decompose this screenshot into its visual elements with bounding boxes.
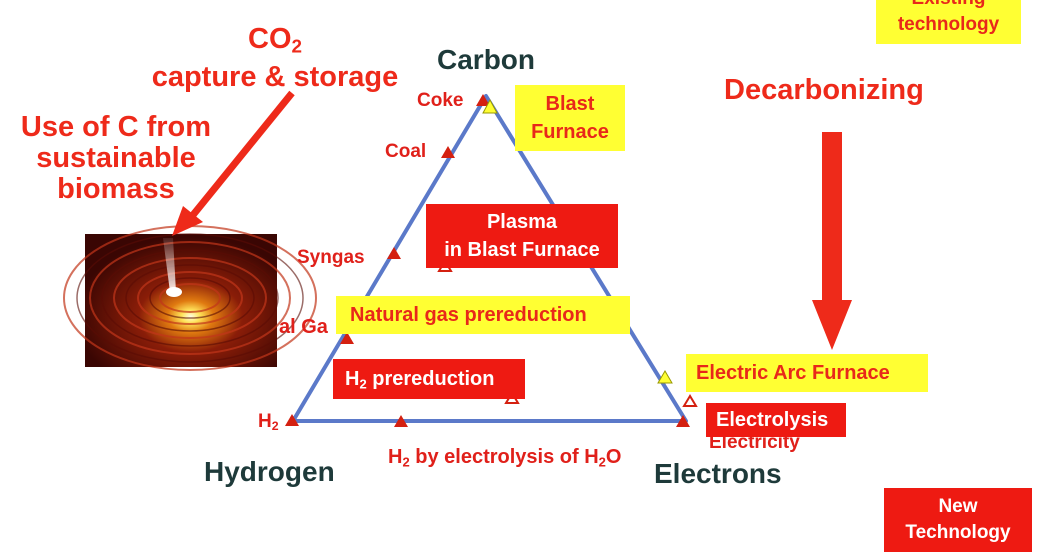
legend-existing-line2: technology [897,14,1000,35]
box-electric-arc-furnace: Electric Arc Furnace [686,354,928,392]
legend-existing-technology: Existing technology [876,0,1021,44]
box-h2-prereduction: H2 prereduction [333,359,525,399]
co2-subscript: 2 [291,35,302,57]
biomass-line3: biomass [57,173,175,205]
co2-capture-storage-text: capture & storage [151,60,399,93]
marker-electric-arc [657,370,673,384]
marker-electrolysis [676,415,690,427]
box-blast-furnace-line1: Blast [545,93,595,115]
marker-electricity [682,394,698,407]
decarbonizing-label: Decarbonizing [724,74,924,106]
label-h2-by-electrolysis: H2 by electrolysis of H2O [388,446,622,470]
box-plasma-line2: in Blast Furnace [444,239,600,261]
biomass-line1: Use of C from [20,111,212,143]
label-h2-sub: 2 [271,419,279,434]
biomass-line2: sustainable [36,142,196,174]
decarbonizing-arrow [812,132,852,350]
box-electrolysis: Electrolysis [706,403,846,437]
marker-h2 [285,414,299,426]
legend-new-line2: Technology [905,522,1011,543]
marker-syngas [387,247,401,259]
marker-coke [476,94,490,106]
biomass-image [63,225,317,371]
box-blast-furnace: Blast Furnace [515,85,625,151]
label-h2: H2 [258,411,279,433]
label-natural-gas-partial: al Ga [279,316,328,338]
label-coke: Coke [417,90,464,111]
box-natural-gas-prereduction: Natural gas prereduction [336,296,630,334]
label-electricity: Electricity [709,432,800,453]
co2-text: CO [248,23,292,55]
vertex-hydrogen-label: Hydrogen [204,456,335,487]
co2-arrow [172,90,295,236]
co2-capture-label: CO2 capture & storage [130,24,420,92]
legend-new-technology: New Technology [884,488,1032,552]
legend-new-line1: New [938,496,978,517]
label-h2-h: H [258,411,272,432]
vertex-carbon-label: Carbon [437,44,535,75]
marker-h2-electrolysis [394,415,408,427]
legend-existing-line1: Existing [876,0,1021,12]
marker-blast-furnace [482,98,498,114]
biomass-label: Use of C from sustainable biomass [6,112,226,205]
marker-natural-gas [340,332,354,344]
vertex-electrons-label: Electrons [654,458,782,489]
label-syngas: Syngas [297,247,365,268]
marker-coal [441,146,455,158]
box-plasma-line1: Plasma [486,211,558,233]
box-plasma-blast-furnace: Plasma in Blast Furnace [426,204,618,268]
label-coal: Coal [385,141,427,162]
box-blast-furnace-line2: Furnace [531,121,609,143]
